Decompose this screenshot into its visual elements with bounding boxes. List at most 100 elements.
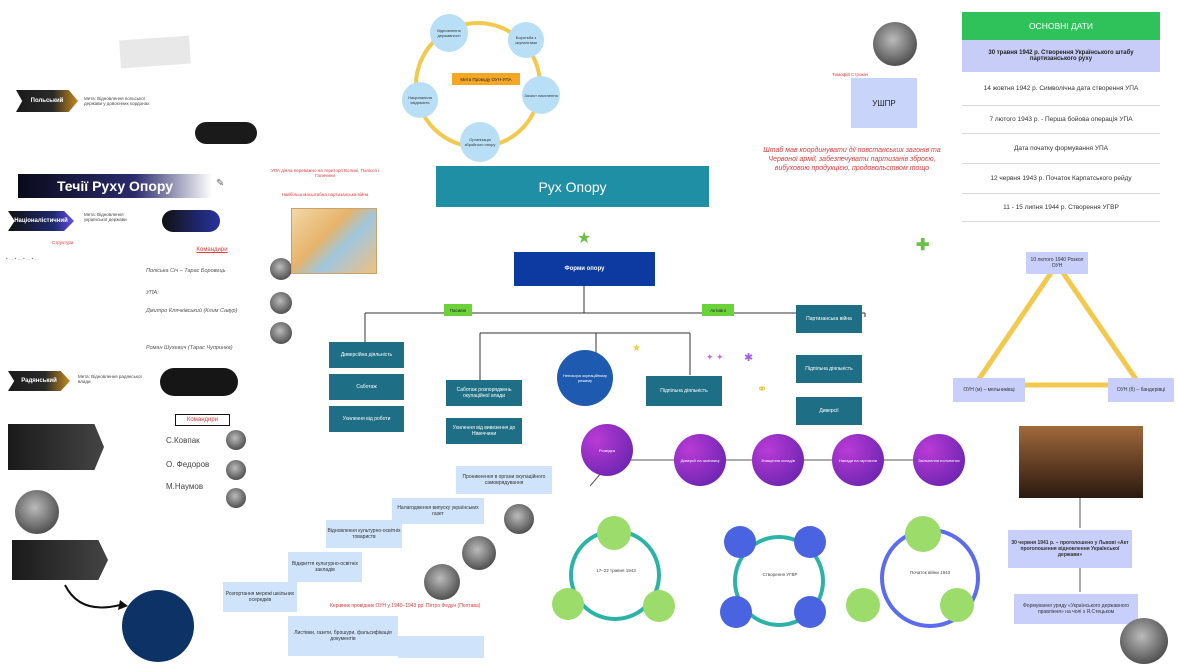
star-icon: ★ — [577, 230, 592, 247]
soviet-1943-box — [12, 540, 108, 580]
bottom-caption: Керівник провідник ОУН у 1940–1943 рр. П… — [330, 603, 481, 609]
decor-asterisk: ✱ — [744, 352, 754, 364]
map-caption-1: УПА діяла переважно на території Волині,… — [270, 168, 380, 178]
purple-node-1[interactable]: Розвідка — [581, 424, 633, 476]
key-date-2[interactable]: 14 жовтня 1942 р. Символічна дата створе… — [962, 72, 1160, 106]
polish-leader-pill — [195, 122, 257, 144]
triangle-top[interactable]: 10 лютого 1940 Розкол ОУН — [1026, 252, 1088, 274]
soviet-photo-2 — [226, 460, 246, 480]
ring-node-2[interactable]: Боротьба з окупантами — [508, 22, 544, 58]
stair-photo-2 — [462, 536, 496, 570]
bottom-right-note[interactable] — [398, 636, 484, 658]
blue-ring — [733, 535, 825, 627]
stair-item-3[interactable]: Відновлення культурно-освітніх товариств — [326, 520, 402, 548]
ring-node-1[interactable]: Відновлення державності — [430, 14, 468, 52]
forms-title[interactable]: Форми опору — [514, 252, 655, 286]
stair-item-5[interactable]: Розгортання мережі шкільних осередків — [223, 582, 297, 612]
government-box[interactable]: Формування уряду «Українського державног… — [1014, 594, 1138, 624]
blue-node-3[interactable] — [720, 596, 752, 628]
blue-ring-caption: Створення УГВР — [762, 572, 798, 577]
passive-item-2[interactable]: Саботаж — [329, 374, 404, 400]
bottom-note[interactable]: Листівки, газети, брошури, фальсифікація… — [288, 616, 398, 656]
purple-node-4[interactable]: Напади на гарнізони — [832, 434, 884, 486]
act-1941-box[interactable]: 30 червня 1941 р. – проголошено у Львові… — [1008, 530, 1132, 568]
active-label[interactable]: Активні — [702, 304, 734, 316]
map-image[interactable] — [291, 208, 377, 274]
currents-title: Течії Руху Опору — [18, 174, 212, 198]
ring-node-4[interactable]: Організація збройного опору — [460, 122, 500, 162]
key-dates-header: ОСНОВНІ ДАТИ — [962, 12, 1160, 40]
key-date-1[interactable]: 30 травня 1942 р. Створення Українського… — [962, 40, 1160, 72]
key-date-5[interactable]: 12 червня 1943 р. Початок Карпатського р… — [962, 164, 1160, 194]
curved-arrow — [64, 584, 128, 610]
leader-photo-2 — [270, 292, 292, 314]
stair-photo-1 — [504, 504, 534, 534]
current-soviet[interactable]: Радянський — [8, 371, 70, 391]
ring-node-3[interactable]: Захист населення — [522, 76, 560, 114]
soviet-leader-2: О. Федоров — [166, 460, 210, 469]
green-ring-caption: 17–22 травня 1943 — [596, 568, 636, 573]
decor-star-small: ★ — [632, 343, 641, 354]
leader-line-3: Дмитро Клячківський (Клим Савур) — [146, 308, 238, 314]
green-node-2[interactable] — [552, 588, 584, 620]
ring-node-5[interactable]: Національна свідомість — [402, 82, 438, 118]
ushpr-box[interactable]: УШПР — [851, 78, 917, 128]
passive-item-3[interactable]: Ухилення від роботи — [329, 406, 404, 432]
split-triangle — [970, 259, 1145, 388]
purple-node-3[interactable]: Знищення складів — [752, 434, 804, 486]
blue-node-1[interactable] — [724, 526, 756, 558]
current-polish[interactable]: Польський — [16, 90, 78, 112]
green-node-3[interactable] — [643, 590, 675, 622]
nationalist-note: Структура — [52, 240, 74, 245]
edit-icon[interactable]: ✎ — [216, 178, 225, 189]
key-date-6[interactable]: 11 - 15 липня 1944 р. Створення УГВР — [962, 194, 1160, 222]
key-date-4[interactable]: Дата початку формування УПА — [962, 134, 1160, 164]
circle-center[interactable]: Непокора окупаційному режиму — [557, 350, 613, 406]
ring-center: Мета Проводу ОУН-УПА — [452, 73, 520, 85]
decor-plus-icon: ✚ — [916, 237, 930, 254]
active-item-2[interactable]: Підпільна діяльність — [796, 355, 862, 383]
violet-ring-caption: Початок війни 1943 — [909, 570, 951, 575]
green-node-1[interactable] — [597, 516, 631, 550]
key-dates-table: ОСНОВНІ ДАТИ 30 травня 1942 р. Створення… — [962, 12, 1160, 224]
current-nationalist[interactable]: Націоналістичний — [8, 211, 74, 231]
active-item-3[interactable]: Диверсії — [796, 397, 862, 425]
lviv-photo — [1019, 426, 1143, 498]
mid-item-1[interactable]: Саботаж розпоряджень окупаційної влади — [446, 380, 522, 406]
leader-line-1: Поліська Січ – Тарас Боровець — [146, 268, 226, 274]
leader-line-4: Роман Шухевич (Тарас Чупринка) — [146, 345, 233, 351]
soviet-leader-pill — [160, 368, 238, 396]
leader-line-2: УПА: — [146, 290, 159, 296]
right-arrows — [1079, 498, 1081, 592]
active-item-1[interactable]: Партизанська війна — [796, 305, 862, 333]
violet-node-1[interactable] — [905, 516, 941, 552]
main-title: Рух Опору — [436, 166, 709, 207]
triangle-right[interactable]: ОУН (б) – бандерівці — [1108, 378, 1174, 402]
purple-node-2[interactable]: Диверсії на залізниці — [674, 434, 726, 486]
blue-node-2[interactable] — [794, 526, 826, 558]
violet-node-2[interactable] — [846, 588, 880, 622]
nationalist-leader-pill — [162, 210, 220, 232]
blue-node-4[interactable] — [794, 596, 826, 628]
tree-lines — [364, 285, 866, 380]
decor-ring-icon: ⚭ — [757, 382, 768, 396]
key-date-3[interactable]: 7 лютого 1943 р. - Перша бойова операція… — [962, 106, 1160, 134]
soviet-photo-1 — [226, 430, 246, 450]
mid-item-2[interactable]: Ухилення від вивезення до Німеччини — [446, 418, 522, 444]
violet-node-3[interactable] — [940, 588, 974, 622]
triangle-left[interactable]: ОУН (м) – мельниківці — [953, 378, 1025, 402]
stair-item-1[interactable]: Проникнення в органи окупаційного самовр… — [456, 466, 552, 494]
decor-sparkle: ✦ ✦ — [706, 352, 724, 362]
ushpr-quote: Штаб мав координувати дії повстанських з… — [763, 147, 941, 172]
soviet-leader-1: С.Ковпак — [166, 436, 200, 445]
underground-box[interactable]: Підпільна діяльність — [646, 376, 722, 406]
stair-item-2[interactable]: Налагодження випуску українських газет — [392, 498, 484, 524]
passive-label[interactable]: Пасивні — [444, 304, 472, 316]
current-soviet-desc: Мета: Відновлення радянської влади — [78, 374, 142, 384]
stair-item-4[interactable]: Відкриття культурно-освітніх закладів — [288, 552, 362, 582]
purple-node-5[interactable]: Звільнення полонених — [913, 434, 965, 486]
passive-item-1[interactable]: Диверсійна діяльність — [329, 342, 404, 368]
leaders-label: Командири — [196, 247, 228, 253]
soviet-leaders-label: Командири — [175, 414, 230, 426]
torn-note — [119, 35, 191, 69]
